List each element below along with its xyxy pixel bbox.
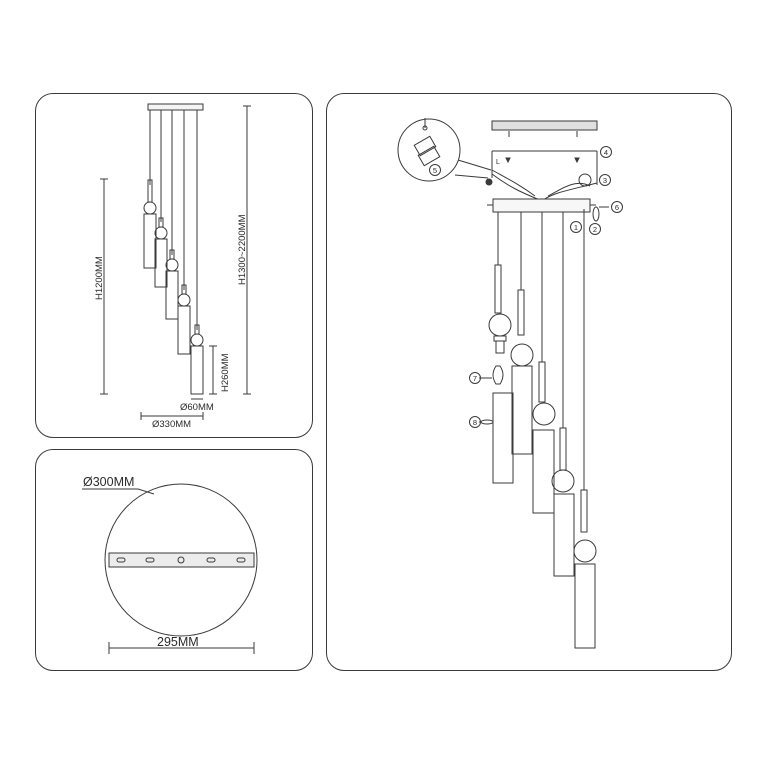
canopy — [147, 103, 204, 111]
pendant-2 — [154, 217, 168, 288]
ceiling — [491, 120, 598, 131]
step-6: 6 — [615, 203, 619, 212]
bracket-length: 295MM — [157, 635, 199, 649]
canopy-plate-drawing — [82, 483, 258, 654]
pendant-1 — [143, 179, 157, 269]
ceiling-mark: L — [496, 159, 500, 166]
pendant-3 — [165, 249, 179, 320]
detail-magnifier — [397, 118, 461, 182]
assembly-canopy — [492, 198, 591, 213]
pendant-cluster-drawing — [100, 103, 251, 420]
dimensions-panel — [35, 93, 313, 438]
dim-shade-diameter: Ø60MM — [180, 402, 214, 413]
step-2: 2 — [593, 225, 597, 234]
assembly-panel — [326, 93, 732, 671]
step-markers — [429, 146, 623, 428]
canopy-plate-panel — [35, 449, 313, 671]
assembly-drawing — [397, 118, 609, 649]
step-1: 1 — [574, 223, 578, 232]
pendant-4 — [177, 284, 191, 355]
plate-diameter: Ø300MM — [83, 475, 134, 489]
step-5: 5 — [433, 166, 437, 175]
step-4: 4 — [604, 148, 608, 157]
dim-cluster-height: H1200MM — [94, 256, 105, 300]
pendant-5 — [190, 324, 204, 395]
dim-overall-height: H1300~2200MM — [237, 214, 248, 285]
step-3: 3 — [603, 176, 607, 185]
dim-cluster-diameter: Ø330MM — [152, 419, 191, 430]
dim-shade-height: H260MM — [220, 353, 231, 392]
step-7: 7 — [473, 374, 477, 383]
step-8: 8 — [473, 418, 477, 427]
mounting-bracket — [108, 552, 255, 568]
